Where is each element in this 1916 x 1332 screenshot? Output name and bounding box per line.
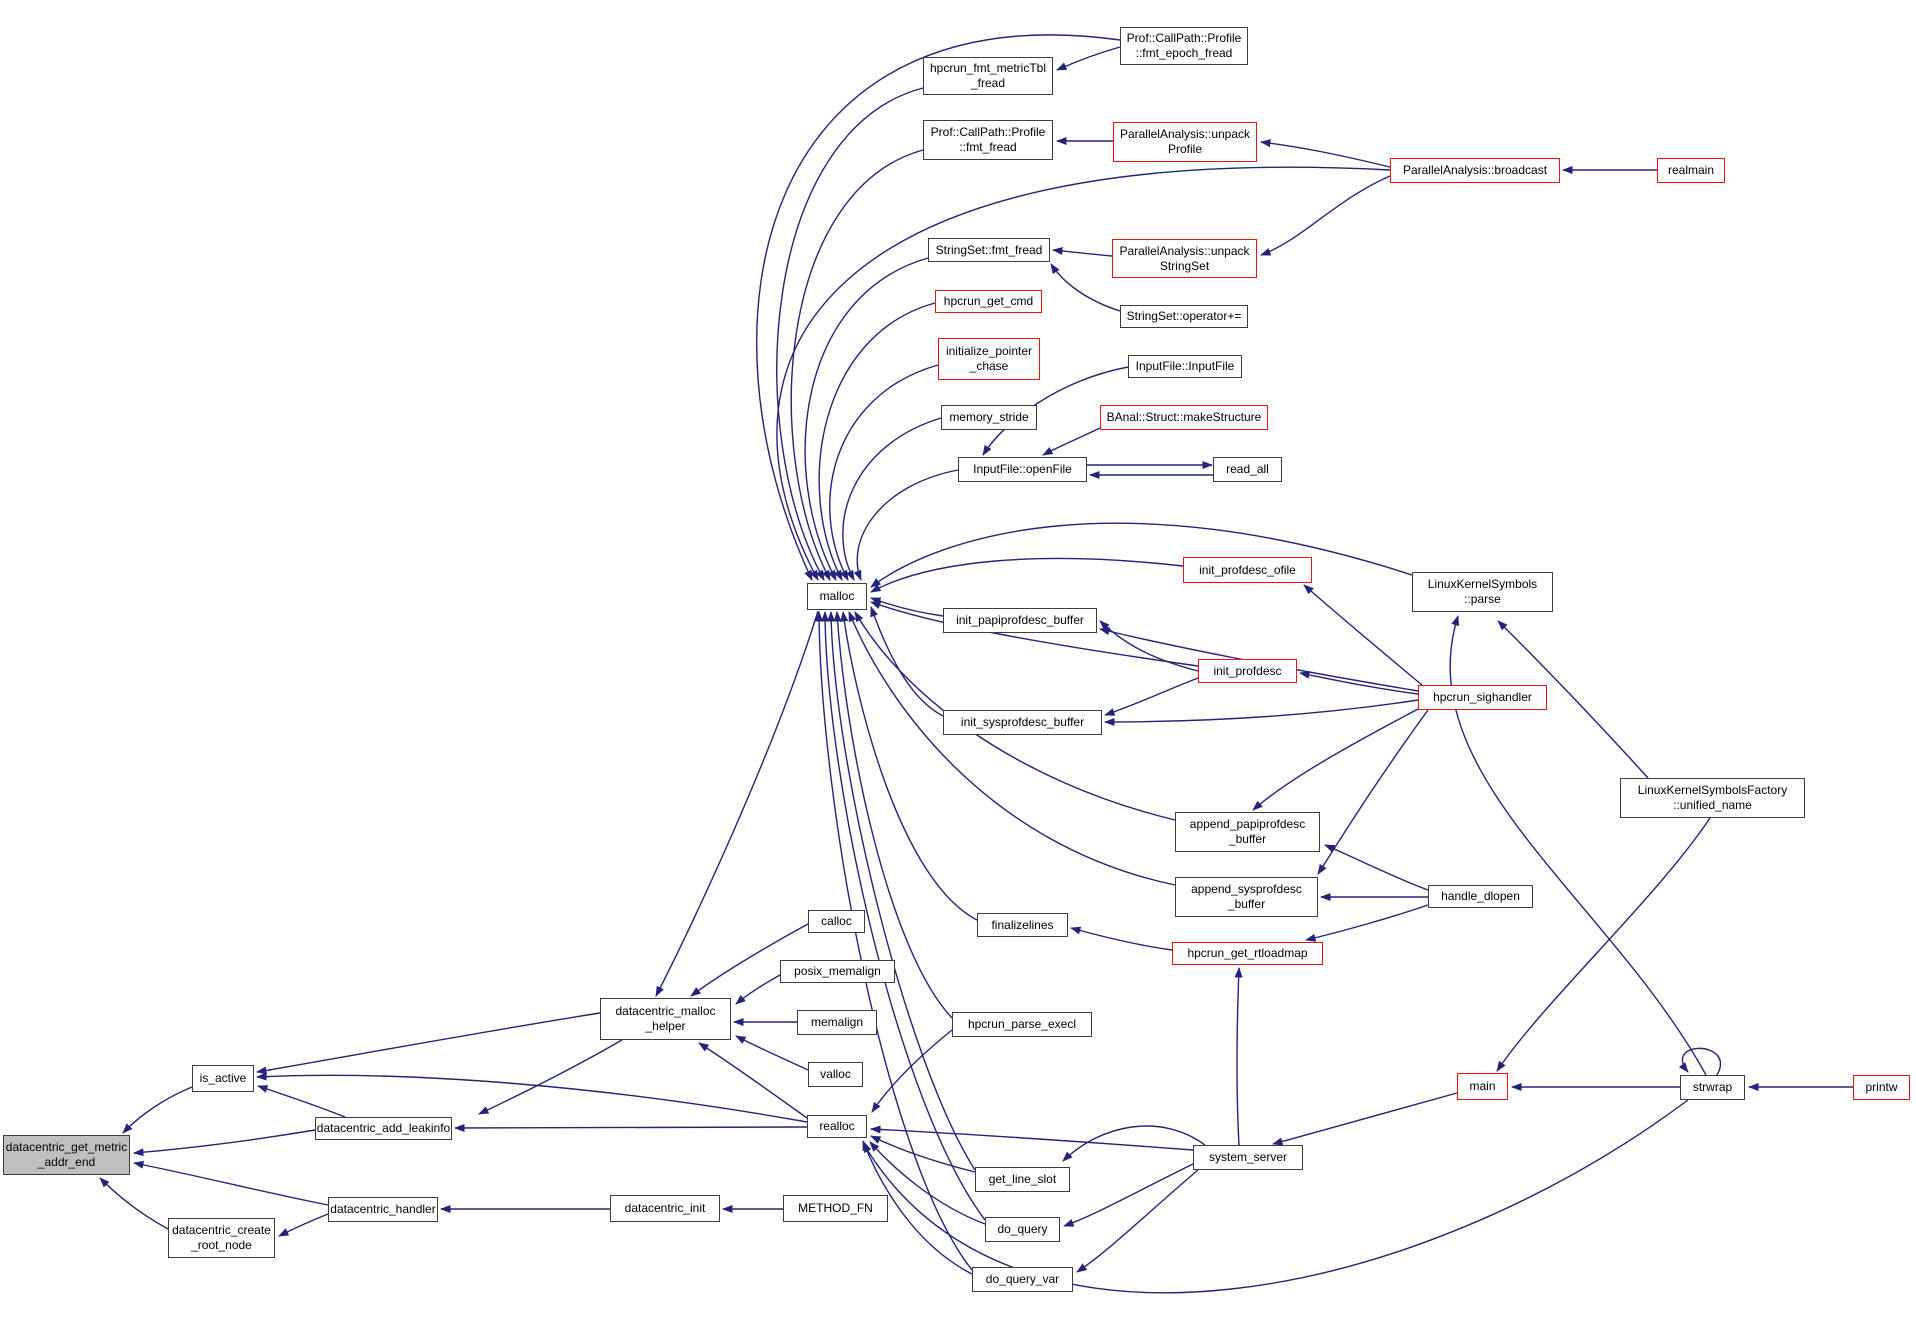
node-init-profdesc-ofile[interactable]: init_profdesc_ofile	[1183, 557, 1312, 583]
node-hpcrun-parse-execl[interactable]: hpcrun_parse_execl	[952, 1012, 1092, 1037]
node-memalign[interactable]: memalign	[797, 1010, 877, 1035]
node-datacentric-create-root-node[interactable]: datacentric_create _root_node	[168, 1218, 275, 1258]
node-finalizelines[interactable]: finalizelines	[977, 913, 1068, 937]
node-system-server[interactable]: system_server	[1193, 1145, 1303, 1170]
node-linuxkernelsymbols-parse[interactable]: LinuxKernelSymbols ::parse	[1412, 572, 1553, 612]
node-handle-dlopen[interactable]: handle_dlopen	[1428, 885, 1533, 908]
node-strwrap[interactable]: strwrap	[1680, 1075, 1745, 1100]
node-hpcrun-sighandler[interactable]: hpcrun_sighandler	[1418, 685, 1547, 710]
node-datacentric-add-leakinfo[interactable]: datacentric_add_leakinfo	[315, 1117, 452, 1140]
node-posix-memalign[interactable]: posix_memalign	[780, 960, 895, 983]
node-calloc[interactable]: calloc	[808, 910, 865, 933]
node-init-papiprofdesc-buffer[interactable]: init_papiprofdesc_buffer	[943, 608, 1097, 633]
node-do-query[interactable]: do_query	[985, 1217, 1060, 1242]
node-realmain[interactable]: realmain	[1657, 158, 1725, 183]
node-datacentric-init[interactable]: datacentric_init	[610, 1195, 720, 1222]
node-initialize-pointer-chase[interactable]: initialize_pointer _chase	[938, 338, 1040, 380]
node-unified-name[interactable]: LinuxKernelSymbolsFactory ::unified_name	[1620, 778, 1805, 818]
node-inputfile-inputfile[interactable]: InputFile::InputFile	[1128, 355, 1242, 378]
node-read-all[interactable]: read_all	[1213, 457, 1282, 482]
node-init-profdesc[interactable]: init_profdesc	[1198, 659, 1297, 683]
node-hpcrun-get-rtloadmap[interactable]: hpcrun_get_rtloadmap	[1172, 942, 1323, 965]
node-unpack-profile[interactable]: ParallelAnalysis::unpack Profile	[1113, 122, 1257, 162]
node-is-active[interactable]: is_active	[192, 1065, 254, 1092]
node-stringset-fmt-fread[interactable]: StringSet::fmt_fread	[928, 238, 1050, 262]
node-init-sysprofdesc-buffer[interactable]: init_sysprofdesc_buffer	[943, 710, 1102, 735]
node-valloc[interactable]: valloc	[808, 1062, 863, 1087]
node-hpcrun-get-cmd[interactable]: hpcrun_get_cmd	[935, 290, 1042, 313]
node-realloc[interactable]: realloc	[807, 1115, 867, 1138]
node-unpack-stringset[interactable]: ParallelAnalysis::unpack StringSet	[1112, 239, 1257, 278]
node-stringset-operator[interactable]: StringSet::operator+=	[1120, 305, 1248, 328]
node-method-fn[interactable]: METHOD_FN	[783, 1195, 888, 1222]
node-get-line-slot[interactable]: get_line_slot	[975, 1167, 1070, 1192]
node-fmt-epoch-fread[interactable]: Prof::CallPath::Profile ::fmt_epoch_frea…	[1120, 27, 1248, 65]
node-makestructure[interactable]: BAnal::Struct::makeStructure	[1100, 405, 1268, 430]
node-fmt-fread[interactable]: Prof::CallPath::Profile ::fmt_fread	[923, 120, 1053, 160]
node-append-sysprofdesc-buffer[interactable]: append_sysprofdesc _buffer	[1175, 877, 1318, 917]
node-append-papiprofdesc-buffer[interactable]: append_papiprofdesc _buffer	[1175, 812, 1320, 852]
node-printw[interactable]: printw	[1853, 1075, 1910, 1100]
node-datacentric-malloc-helper[interactable]: datacentric_malloc _helper	[600, 998, 731, 1040]
node-do-query-var[interactable]: do_query_var	[972, 1267, 1073, 1292]
node-main[interactable]: main	[1457, 1073, 1508, 1100]
node-malloc[interactable]: malloc	[807, 583, 867, 610]
node-hpcrun-fmt-metrictbl-fread[interactable]: hpcrun_fmt_metricTbl _fread	[923, 57, 1053, 95]
node-datacentric-get-metric-addr-end: datacentric_get_metric _addr_end	[3, 1135, 130, 1175]
node-memory-stride[interactable]: memory_stride	[941, 405, 1037, 430]
node-inputfile-openfile[interactable]: InputFile::openFile	[958, 457, 1087, 482]
node-datacentric-handler[interactable]: datacentric_handler	[328, 1197, 438, 1222]
node-broadcast[interactable]: ParallelAnalysis::broadcast	[1390, 158, 1560, 183]
